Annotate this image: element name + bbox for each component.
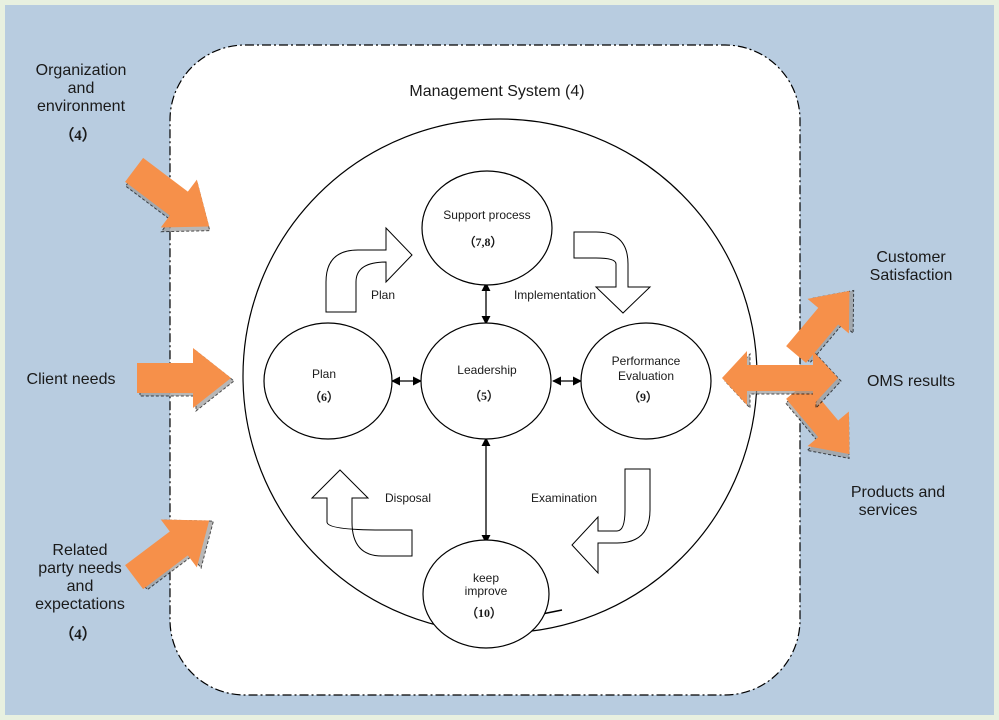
oms-results-double-arrow [722, 351, 842, 410]
products-label-line1: Products and [851, 484, 945, 501]
performance-ref: （9） [628, 389, 658, 404]
customer-output-arrow [786, 289, 855, 364]
keep-improve-line2: improve [465, 584, 508, 598]
organization-input-arrow [124, 157, 211, 233]
leadership-ref: （5） [469, 388, 499, 403]
related-label-line3: and [67, 578, 94, 595]
support-process-label: Support process [443, 208, 530, 222]
leadership-label: Leadership [457, 363, 517, 377]
plan-flow-arrow [325, 226, 413, 313]
disposal-flow-arrow [310, 469, 413, 557]
keep-improve-node [422, 539, 550, 649]
related-label-line4: expectations [35, 596, 125, 613]
performance-evaluation-node [580, 322, 712, 440]
plan-flow-label: Plan [371, 288, 395, 302]
plan-node-ref: （6） [309, 389, 339, 404]
customer-label-line1: Customer [876, 249, 946, 266]
plan-node [263, 322, 393, 440]
performance-label-line1: Performance [612, 354, 681, 368]
client-needs-label: Client needs [27, 371, 116, 388]
related-ref: （4） [59, 625, 97, 643]
organization-ref: （4） [59, 126, 97, 144]
client-input-arrow [137, 348, 235, 413]
customer-label-line2: Satisfaction [870, 267, 953, 284]
keep-improve-ref: （10） [466, 605, 502, 620]
related-party-input-arrow [125, 519, 215, 591]
examination-flow-label: Examination [531, 491, 597, 505]
oms-results-label: OMS results [867, 373, 955, 390]
performance-label-line2: Evaluation [618, 369, 674, 383]
implementation-flow-label: Implementation [514, 288, 596, 302]
leadership-node [420, 322, 552, 440]
products-label-line2: services [859, 502, 918, 519]
organization-label-line3: environment [37, 98, 126, 115]
organization-label-line2: and [68, 80, 95, 97]
diagram-title: Management System (4) [409, 83, 584, 100]
related-label-line1: Related [52, 542, 107, 559]
support-process-node [421, 170, 553, 286]
keep-improve-line1: keep [473, 571, 499, 585]
products-output-arrow [785, 382, 850, 459]
implementation-flow-arrow [573, 231, 652, 314]
support-process-ref: （7,8） [463, 234, 502, 249]
organization-label-line1: Organization [36, 62, 127, 79]
related-label-line2: party needs [38, 560, 122, 577]
plan-node-label: Plan [312, 367, 336, 381]
disposal-flow-label: Disposal [385, 491, 431, 505]
examination-flow-arrow [571, 468, 651, 575]
